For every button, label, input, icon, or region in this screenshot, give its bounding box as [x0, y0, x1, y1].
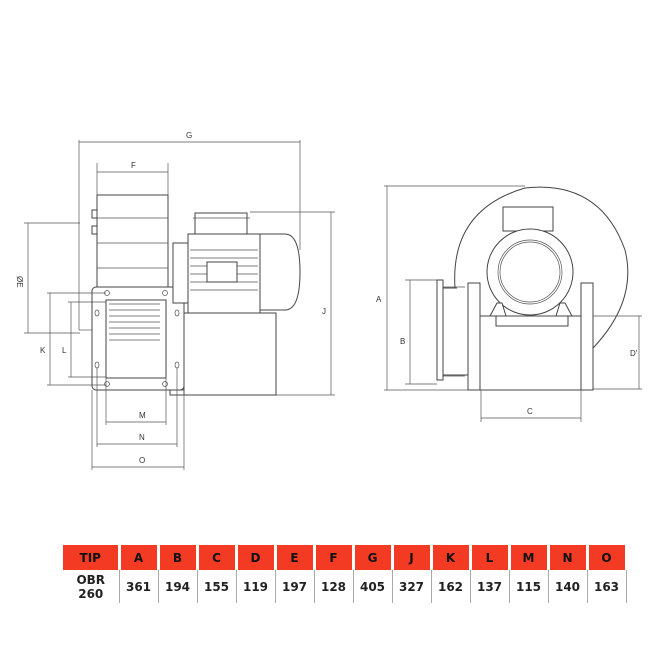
header-b: B [158, 545, 199, 570]
table-header-row: TIP A B C D E F G J K L M N O [63, 545, 628, 570]
header-k: K [431, 545, 472, 570]
header-d: D [236, 545, 277, 570]
header-f: F [314, 545, 355, 570]
dim-label-b: B [400, 337, 405, 346]
cell-c: 155 [197, 570, 237, 603]
dim-label-m: M [139, 411, 146, 420]
dim-label-d: D' [630, 349, 638, 358]
dim-label-k: K [40, 346, 46, 355]
cell-j: 327 [392, 570, 432, 603]
cell-k: 162 [431, 570, 471, 603]
front-view: A B C D' [376, 185, 642, 422]
cell-l: 137 [470, 570, 510, 603]
header-a: A [119, 545, 160, 570]
dim-label-g: G [186, 131, 192, 140]
header-l: L [470, 545, 511, 570]
dim-label-a: A [376, 295, 382, 304]
header-o: O [587, 545, 628, 570]
cell-m: 115 [509, 570, 549, 603]
header-g: G [353, 545, 394, 570]
header-c: C [197, 545, 238, 570]
header-m: M [509, 545, 550, 570]
cell-tip: OBR 260 [63, 570, 120, 603]
side-view: G F ØE [15, 131, 335, 470]
header-tip: TIP [63, 545, 121, 570]
header-n: N [548, 545, 589, 570]
dim-label-f: F [131, 161, 136, 170]
table-row: OBR 260 361 194 155 119 197 128 405 327 … [63, 570, 627, 603]
header-j: J [392, 545, 433, 570]
cell-e: 197 [275, 570, 315, 603]
dim-label-c: C [527, 407, 533, 416]
dim-label-n: N [139, 433, 145, 442]
cell-g: 405 [353, 570, 393, 603]
cell-b: 194 [158, 570, 198, 603]
header-e: E [275, 545, 316, 570]
cell-d: 119 [236, 570, 276, 603]
cell-f: 128 [314, 570, 354, 603]
cell-n: 140 [548, 570, 588, 603]
cell-a: 361 [119, 570, 159, 603]
dim-label-j: J [322, 307, 326, 316]
dim-label-l: L [62, 346, 67, 355]
dim-label-e: ØE [15, 276, 24, 288]
dimensions-table: TIP A B C D E F G J K L M N O OBR 260 36… [63, 545, 628, 603]
cell-o: 163 [587, 570, 627, 603]
dim-label-o: O [139, 456, 145, 465]
